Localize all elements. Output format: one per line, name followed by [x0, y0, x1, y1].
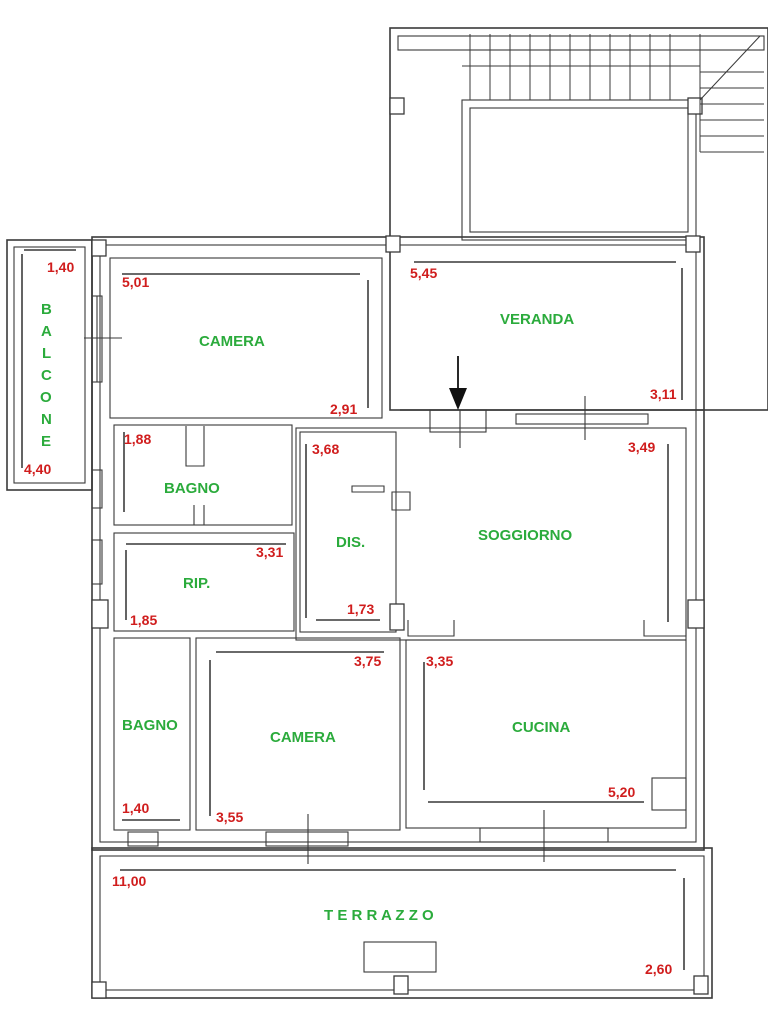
room-label-camera-bottom: CAMERA: [270, 729, 336, 746]
room-label-camera-top: CAMERA: [199, 333, 265, 350]
staircase-icon: [462, 34, 764, 153]
measure-veranda-depth: 3,11: [650, 386, 677, 402]
balcone-letter-e: E: [41, 433, 51, 450]
room-label-cucina: CUCINA: [512, 719, 570, 736]
measure-balcone-length: 4,40: [24, 461, 51, 477]
balcone-letter-o: O: [40, 389, 52, 406]
measure-camera-top-depth: 2,91: [330, 401, 357, 417]
measure-cucina-width: 5,20: [608, 784, 635, 800]
measure-rip-depth: 1,85: [130, 612, 157, 628]
balcone-letter-c: C: [41, 367, 52, 384]
balcone-letter-n: N: [41, 411, 52, 428]
measure-bagno-bottom-width: 1,40: [122, 800, 149, 816]
room-label-rip: RIP.: [183, 575, 210, 592]
measure-rip-width: 3,31: [256, 544, 283, 560]
measure-terrazzo-width: 11,00: [112, 873, 146, 889]
measure-bagno-top-width: 1,88: [124, 431, 151, 447]
room-label-terrazzo: T E R R A Z Z O: [324, 907, 434, 924]
room-label-veranda: VERANDA: [500, 311, 574, 328]
room-labels: B A L C O N E CAMERA VERANDA BAGNO SOGGI…: [40, 301, 574, 924]
walls: [6, 27, 768, 999]
balcone-letter-b: B: [41, 301, 52, 318]
measure-balcone-width: 1,40: [47, 259, 74, 275]
measure-cucina-depth: 3,35: [426, 653, 453, 669]
measurements: 1,40 4,40 5,01 2,91 5,45 3,11 1,88 3,68 …: [24, 259, 677, 977]
measure-camera-top-width: 5,01: [122, 274, 149, 290]
pillars: [91, 97, 709, 999]
measure-camera-bottom-width: 3,75: [354, 653, 381, 669]
measure-dis-width: 1,73: [347, 601, 374, 617]
dimension-lines: [21, 249, 685, 970]
entrance-arrow-icon: [449, 356, 467, 410]
window-icon: [84, 295, 649, 864]
room-label-soggiorno: SOGGIORNO: [478, 527, 573, 544]
measure-soggiorno-right: 3,49: [628, 439, 655, 455]
measure-camera-bottom-depth: 3,55: [216, 809, 243, 825]
balcone-letter-l: L: [42, 345, 51, 362]
balcone-letter-a: A: [41, 323, 52, 340]
room-label-bagno-top: BAGNO: [164, 480, 220, 497]
measure-veranda-width: 5,45: [410, 265, 437, 281]
room-label-dis: DIS.: [336, 534, 365, 551]
room-label-bagno-bottom: BAGNO: [122, 717, 178, 734]
measure-soggiorno-depth: 3,68: [312, 441, 339, 457]
measure-terrazzo-depth: 2,60: [645, 961, 672, 977]
